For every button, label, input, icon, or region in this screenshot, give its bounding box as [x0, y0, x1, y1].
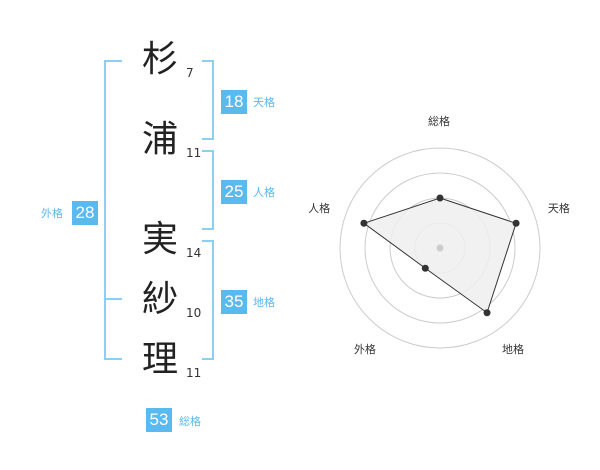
radar-data-polygon — [362, 197, 517, 314]
name-char-3: 実 — [141, 219, 178, 260]
name-char-4: 紗 — [141, 279, 178, 320]
stroke-count-5: 11 — [186, 366, 202, 380]
radar-grid-ring — [339, 147, 541, 349]
radar-data-point — [436, 194, 444, 202]
radar-axis-label: 外格 — [353, 342, 376, 356]
radar-axis-label: 人格 — [308, 202, 331, 216]
name-char-2: 浦 — [141, 119, 178, 160]
stroke-count-1: 7 — [186, 66, 194, 80]
soukaku-label: 総格 — [179, 415, 201, 428]
radar-axis-label: 総格 — [428, 115, 450, 128]
chikaku-value: 35 — [221, 290, 247, 314]
stroke-count-3: 14 — [186, 246, 202, 260]
soukaku-value: 53 — [146, 408, 172, 432]
chikaku-label: 地格 — [253, 296, 275, 309]
radar-center-dot — [436, 244, 444, 252]
gaikaku-value: 28 — [72, 201, 98, 225]
radar-axis-label: 地格 — [502, 342, 525, 356]
fortune-radar-chart — [339, 147, 541, 349]
radar-data-point — [360, 219, 368, 227]
radar-data-point — [421, 264, 429, 272]
name-char-5: 理 — [141, 339, 178, 380]
jinkaku-value: 25 — [221, 180, 247, 204]
tenkaku-value: 18 — [221, 90, 247, 114]
radar-data-point — [512, 219, 520, 227]
jinkaku-label: 人格 — [253, 186, 275, 199]
tenkaku-label: 天格 — [253, 96, 275, 109]
radar-axis-label: 天格 — [547, 202, 570, 216]
name-char-1: 杉 — [141, 39, 178, 80]
radar-data-point — [483, 309, 491, 317]
radar-grid-ring — [364, 172, 516, 324]
stroke-count-4: 10 — [186, 306, 202, 320]
gaikaku-label: 外格 — [41, 207, 63, 220]
stroke-count-2: 11 — [186, 146, 202, 160]
